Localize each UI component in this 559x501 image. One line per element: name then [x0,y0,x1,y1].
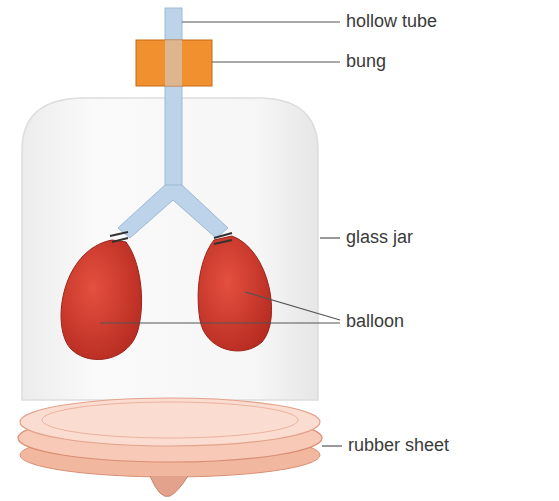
part-label: bung [344,52,388,72]
rubber-sheet-inner [42,402,298,438]
balloon-ties [110,232,232,244]
part-label: rubber sheet [346,436,451,456]
rubber-sheet [20,398,320,446]
tube-fork [118,185,228,238]
tube-in-bung [165,40,182,86]
leader-lines [100,22,342,446]
part-label: glass jar [344,228,415,248]
part-label: balloon [344,312,406,332]
bung [136,40,212,86]
right-balloon [198,236,271,351]
part-label: hollow tube [344,12,439,32]
left-balloon [61,240,142,360]
hollow-tube [165,8,182,190]
sheet-knob [150,476,188,497]
